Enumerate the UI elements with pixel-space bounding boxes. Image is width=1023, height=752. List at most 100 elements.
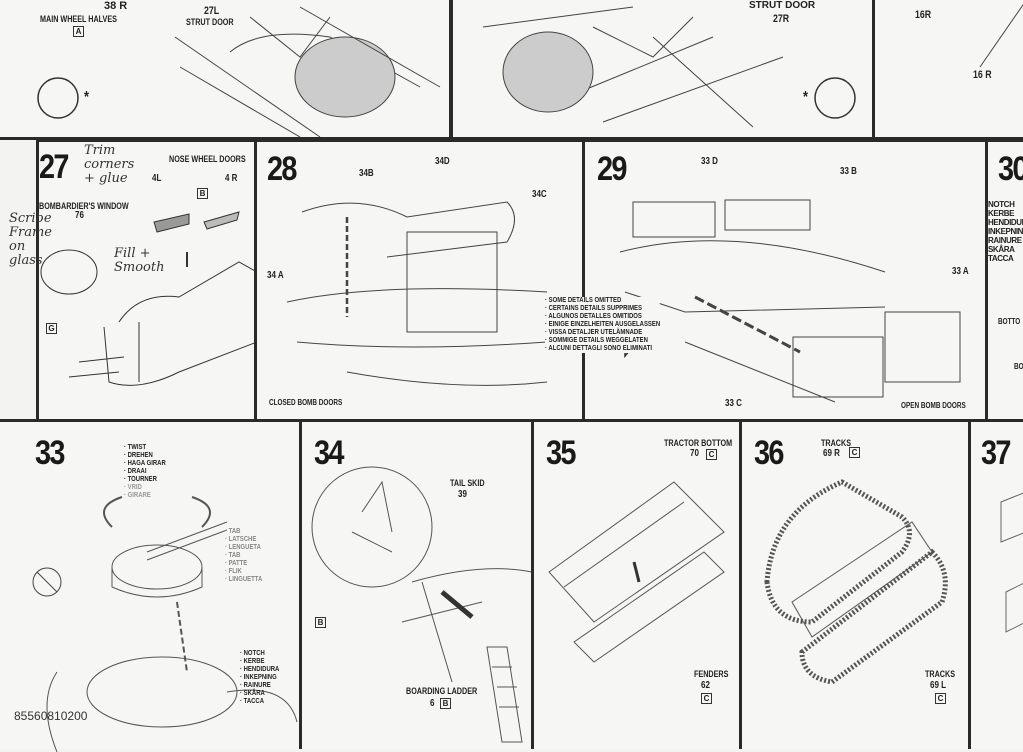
note-line: SOMMIGE DETAILS WEGGELATEN	[545, 337, 660, 345]
part-4l-label: 4L	[152, 173, 162, 184]
strut-door-label: STRUT DOOR	[186, 17, 234, 27]
part-6-label: 6	[430, 698, 435, 709]
step-35-panel: 35 TRACTOR BOTTOM 70 C FENDERS 62 C	[531, 419, 742, 749]
note-line: ALCUNI DETTAGLI SONO ELIMINATI	[545, 345, 660, 353]
asterisk: *	[803, 89, 808, 106]
boarding-ladder-label: BOARDING LADDER	[406, 686, 478, 696]
part-69l-label: 69 L	[930, 680, 947, 691]
notch-list: NOTCHKERBEHENDIDURAINKEPNINGRAINURESKÅRA…	[988, 200, 1023, 263]
part-62-label: 62	[701, 680, 710, 691]
list-item: SKÅRA	[988, 245, 1015, 254]
bottom-label-2: BO	[1014, 362, 1023, 371]
list-item: NOTCH	[240, 650, 279, 658]
notch-list: NOTCHKERBEHENDIDURAINKEPNINGRAINURESKÅRA…	[240, 650, 280, 706]
part-39-label: 39	[458, 489, 467, 500]
part-label: 33 B	[840, 166, 857, 177]
step-number: 30	[998, 150, 1023, 188]
list-item: RAINURE	[988, 236, 1022, 245]
step-34-panel: 34 TAIL SKID 39 B BOARDING LADDER 6 B	[299, 419, 534, 749]
note-line: VISSA DETALJER UTELÄMNADE	[545, 329, 660, 337]
part-16r-label-2: 16 R	[973, 69, 992, 81]
step-29-panel: 29 33 D 33 B 33 A 33 C OPEN BOMB DOORS	[582, 139, 988, 422]
step-36-panel: 36 TRACKS 69 R C TRACKS 69 L C	[739, 419, 971, 749]
list-item: FLIK	[225, 568, 262, 576]
part-drawing	[979, 4, 1023, 68]
partial-part-label: 38 R	[104, 0, 128, 12]
step-30-panel: 30 NOTCHKERBEHENDIDURAINKEPNINGRAINURESK…	[985, 139, 1023, 422]
step-28-panel: 28 34B 34D 34C 34 A CLOSED BOMB DOORS	[254, 139, 585, 422]
part-70-label: 70	[690, 448, 699, 459]
aircraft-left-wheel-drawing	[37, 6, 441, 137]
part-label: 33 A	[952, 266, 969, 277]
step-number: 29	[597, 150, 627, 188]
tractor-bottom-drawing	[548, 481, 725, 663]
step-27-panel: 27 Trim corners + glue NOSE WHEEL DOORS …	[9, 139, 258, 422]
part-label: 34 A	[267, 270, 284, 281]
list-item: INKEPNING	[988, 227, 1023, 236]
sprue-c-box: C	[935, 693, 946, 704]
nose-section-drawing	[40, 211, 258, 386]
closed-bomb-doors-drawing	[286, 201, 548, 386]
step-33-panel: 33 TWISTDREHENHAGA GIRARDRAAITOURNERVRID…	[0, 419, 301, 752]
list-item: HAGA GIRAR	[124, 460, 166, 468]
list-item: TAB	[225, 528, 262, 536]
part-69r-label: 69 R	[823, 448, 840, 459]
panel-main-wheel-left: 38 R MAIN WHEEL HALVES A 27L STRUT DOOR …	[0, 0, 452, 140]
list-item: TAB	[225, 552, 262, 560]
step-number: 36	[754, 434, 784, 472]
step-number: 27	[39, 148, 69, 186]
part-label: 34C	[532, 189, 547, 200]
list-item: VRID	[124, 484, 166, 492]
list-item: KERBE	[988, 209, 1015, 218]
tracks-label: TRACKS	[821, 438, 851, 448]
list-item: INKEPNING	[240, 674, 279, 682]
step-number: 37	[981, 434, 1011, 472]
fenders-label: FENDERS	[694, 669, 729, 679]
list-item: HENDIDURA	[988, 218, 1023, 227]
sprue-c-box: C	[701, 693, 712, 704]
list-item: LATSCHE	[225, 536, 262, 544]
sprue-a-box: A	[73, 26, 84, 37]
note-line: CERTAINS DETAILS SUPPRIMES	[545, 305, 660, 313]
handwritten-fill-note: Fill + Smooth	[114, 246, 165, 275]
step-37-drawing	[1000, 492, 1023, 633]
closed-bomb-doors-caption: CLOSED BOMB DOORS	[269, 398, 343, 407]
open-bomb-doors-caption: OPEN BOMB DOORS	[901, 401, 966, 410]
bombardier-window-label: BOMBARDIER'S WINDOW	[39, 201, 129, 211]
tractor-bottom-label: TRACTOR BOTTOM	[664, 438, 733, 448]
part-4r-label: 4 R	[225, 173, 238, 184]
list-item: NOTCH	[988, 200, 1015, 209]
details-omitted-note: SOME DETAILS OMITTED CERTAINS DETAILS SU…	[545, 297, 661, 353]
part-27l-label: 27L	[204, 5, 220, 17]
list-item: DREHEN	[124, 452, 166, 460]
bottom-label: BOTTO	[998, 317, 1021, 326]
tracks-label-2: TRACKS	[925, 669, 955, 679]
handwritten-trim-note: Trim corners + glue	[84, 143, 135, 186]
list-item: DRAAI	[124, 468, 166, 476]
step-number: 28	[267, 150, 297, 188]
handwritten-scribe-note: Scribe Frame on glass	[9, 211, 53, 268]
panel-part-16r: 16R 16 R	[872, 0, 1023, 140]
part-16r-label: 16R	[915, 9, 932, 21]
part-label: 34D	[435, 156, 450, 167]
sprue-b-box: B	[440, 698, 451, 709]
list-item: TACCA	[240, 698, 279, 706]
note-line: SOME DETAILS OMITTED	[545, 297, 660, 305]
main-wheel-halves-label: MAIN WHEEL HALVES	[40, 14, 117, 24]
list-item: TWIST	[124, 444, 166, 452]
no-glue-symbol-icon: *	[84, 89, 89, 106]
list-item: LINGUETTA	[225, 576, 263, 584]
sprue-b-box: B	[315, 617, 326, 628]
sprue-b-box: B	[197, 188, 208, 199]
list-item: RAINURE	[240, 682, 279, 690]
part-76-label: 76	[75, 210, 84, 221]
list-item: PATTE	[225, 560, 262, 568]
list-item: TOURNER	[124, 476, 166, 484]
list-item: LENGUETA	[225, 544, 262, 552]
part-label: 33 C	[725, 398, 742, 409]
note-line: EINIGE EINZELHEITEN AUSGELASSEN	[545, 321, 661, 329]
tail-skid-label: TAIL SKID	[450, 478, 485, 488]
list-item: TACCA	[988, 254, 1014, 263]
aircraft-right-wheel-drawing	[482, 6, 856, 128]
step-number: 33	[35, 434, 65, 472]
